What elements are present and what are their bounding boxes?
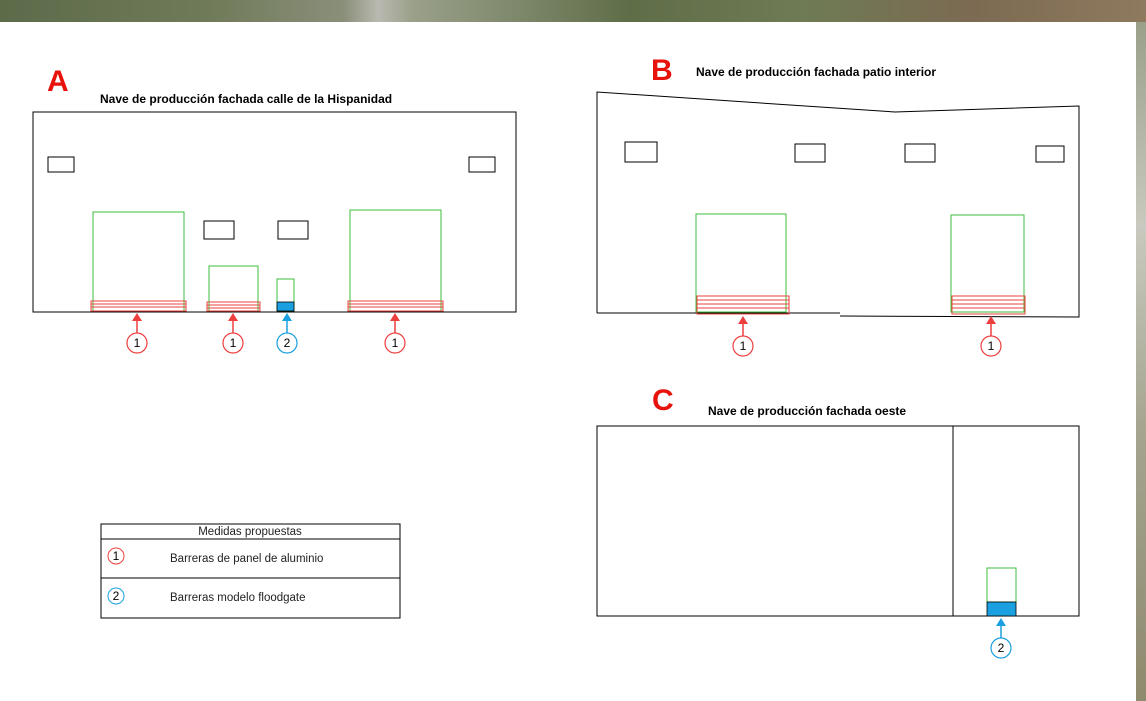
aluminium-barrier [347, 300, 444, 312]
floodgate-barrier [986, 601, 1017, 617]
facade-a-title: Nave de producción fachada calle de la H… [100, 92, 392, 106]
marker-floodgate: 2 [276, 313, 298, 354]
marker-aluminium: 1 [980, 316, 1002, 357]
facade-c-outline [596, 425, 1080, 617]
door [950, 214, 1025, 313]
marker-number: 1 [134, 336, 141, 350]
door [92, 211, 185, 312]
window [1035, 145, 1065, 163]
window [468, 156, 496, 173]
window [624, 141, 658, 163]
marker-aluminium: 1 [126, 313, 148, 354]
aluminium-barrier [951, 295, 1026, 315]
marker-aluminium: 1 [222, 313, 244, 354]
facade-b-outline [596, 91, 1080, 318]
marker-aluminium: 1 [732, 316, 754, 357]
window [904, 143, 936, 163]
legend-item-aluminium: 1 Barreras de panel de aluminio [107, 547, 323, 565]
legend-number: 2 [113, 589, 120, 603]
door [695, 213, 787, 313]
window [277, 220, 309, 240]
marker-number: 1 [392, 336, 399, 350]
legend-label: Barreras modelo floodgate [170, 592, 306, 604]
door [349, 209, 442, 312]
aerial-photo-strip [0, 0, 1146, 22]
legend: Medidas propuestas 1 Barreras de panel d… [100, 523, 401, 619]
legend-number: 1 [113, 549, 120, 563]
door [986, 567, 1017, 603]
aerial-photo-edge [1136, 22, 1146, 701]
legend-item-floodgate: 2 Barreras modelo floodgate [107, 587, 306, 605]
floodgate-barrier [276, 301, 295, 312]
aluminium-barrier [696, 295, 790, 315]
marker-aluminium: 1 [384, 313, 406, 354]
facade-c-title: Nave de producción fachada oeste [708, 404, 906, 418]
window [794, 143, 826, 163]
legend-header: Medidas propuestas [198, 526, 302, 538]
aluminium-barrier [206, 301, 261, 312]
marker-number: 1 [988, 339, 995, 353]
facade-b-letter: B [651, 54, 673, 87]
aluminium-barrier [90, 300, 187, 312]
facade-a-letter: A [47, 65, 69, 98]
marker-number: 1 [740, 339, 747, 353]
facade-c-letter: C [652, 384, 674, 417]
facade-b-title: Nave de producción fachada patio interio… [696, 65, 936, 79]
facade-a-outline [32, 111, 517, 313]
marker-number: 2 [284, 336, 291, 350]
marker-floodgate: 2 [990, 618, 1012, 659]
marker-number: 1 [230, 336, 237, 350]
legend-label: Barreras de panel de aluminio [170, 553, 323, 565]
marker-number: 2 [998, 641, 1005, 655]
window [203, 220, 235, 240]
window [47, 156, 75, 173]
door [208, 265, 259, 312]
